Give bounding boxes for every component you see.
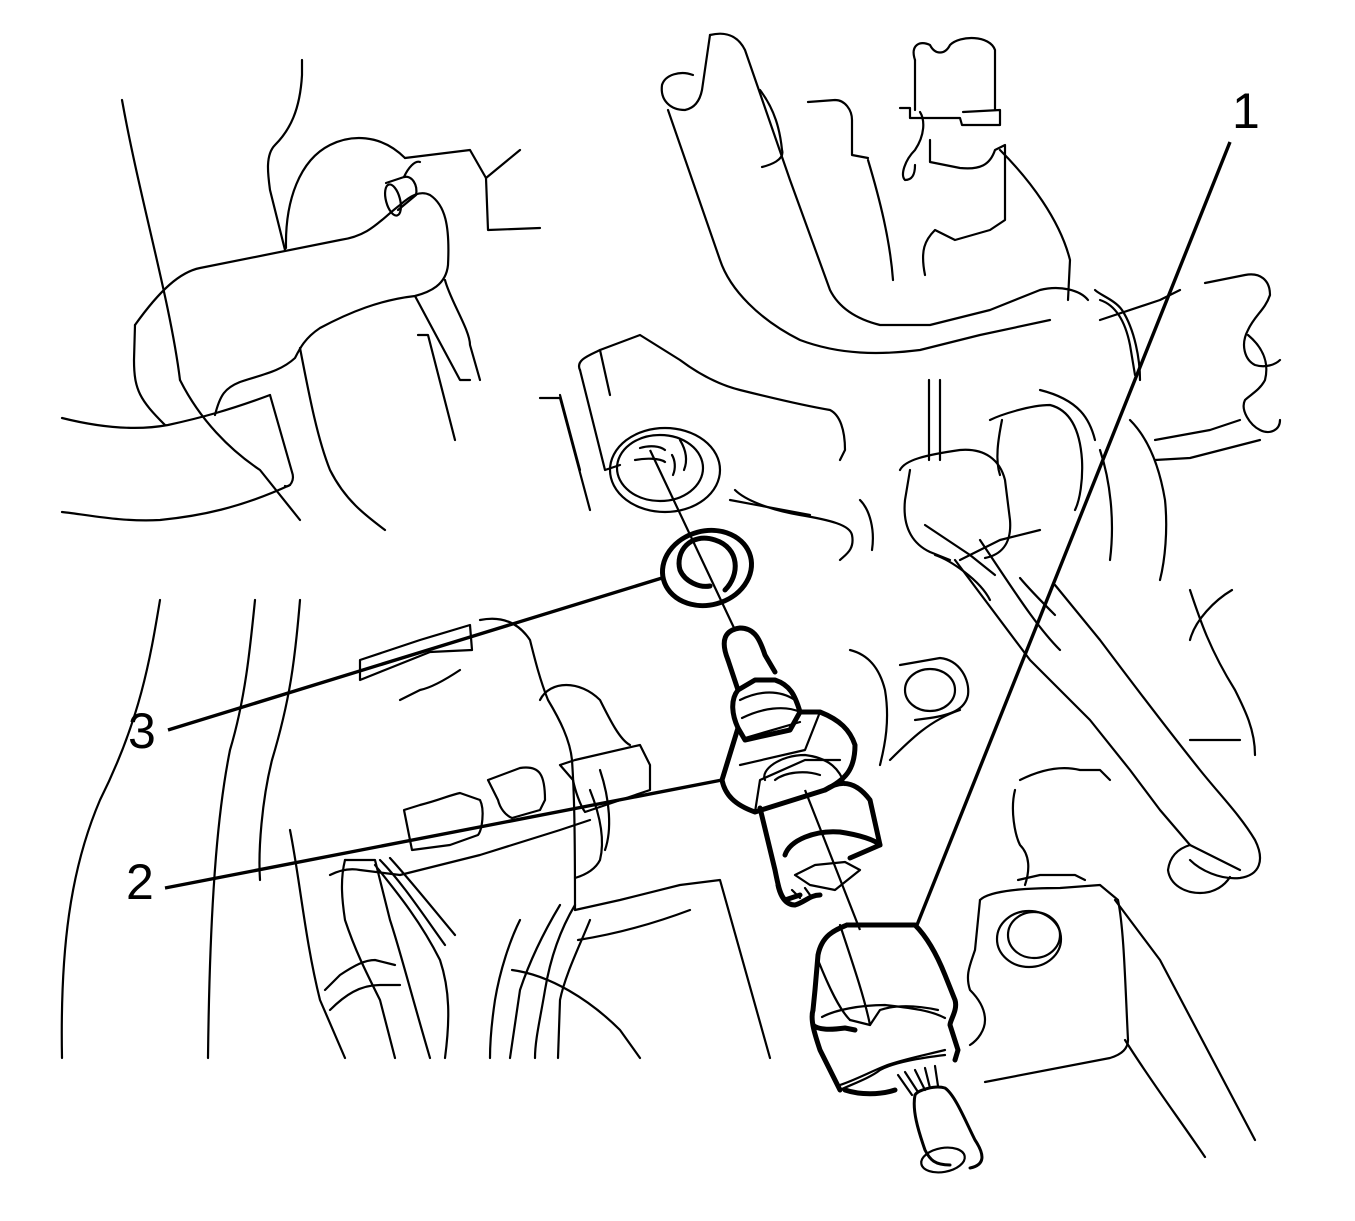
leader-line-1: [915, 141, 1232, 926]
callout-label-3: 3: [128, 703, 156, 759]
background-structure-left: [60, 58, 542, 532]
callout-label-2: 2: [126, 854, 154, 910]
callout-label-1: 1: [1232, 83, 1260, 139]
leader-lines: [164, 141, 1232, 926]
leader-line-2: [164, 778, 723, 890]
background-structure-right: [538, 32, 1282, 1159]
installation-axis-line: [649, 449, 862, 931]
background-structure-lower-left: [60, 598, 772, 1060]
wiring-harness-connector: [809, 922, 984, 1174]
sensor: [719, 625, 883, 908]
leader-line-3: [167, 576, 663, 732]
threaded-port: [608, 426, 722, 514]
sealing-washer: [659, 527, 755, 609]
